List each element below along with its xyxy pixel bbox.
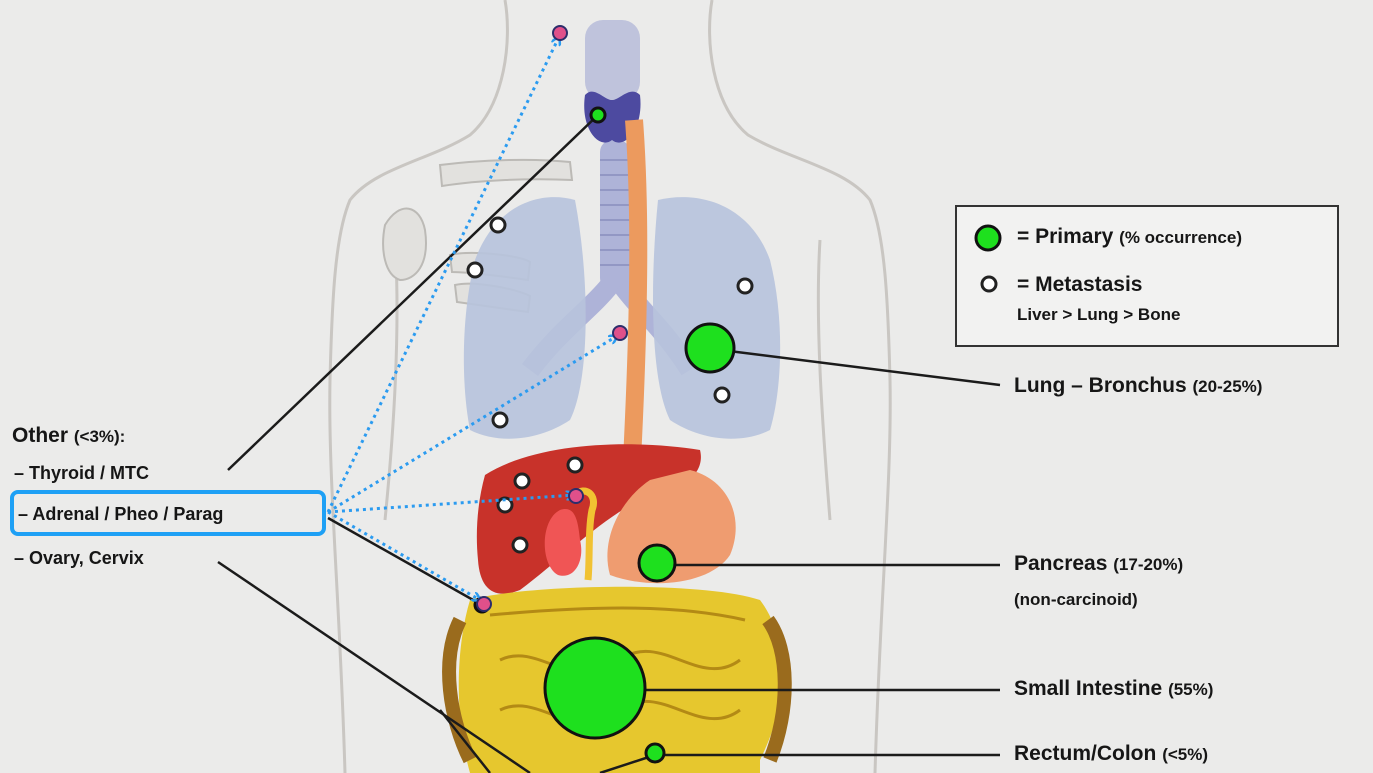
site-label-small-intestine: Small Intestine (55%) <box>1014 677 1213 701</box>
other-item-adrenal: – Adrenal / Pheo / Parag <box>18 504 223 525</box>
primary-thyroid <box>591 108 605 122</box>
legend-metastasis-label: = Metastasis <box>1017 273 1143 297</box>
other-item-ovary: – Ovary, Cervix <box>14 548 144 569</box>
legend-metastasis-note: Liver > Lung > Bone <box>1017 305 1180 325</box>
primary-small-intestine <box>545 638 645 738</box>
left-lung <box>653 197 780 439</box>
legend: = Primary (% occurrence) = Metastasis Li… <box>955 205 1339 347</box>
legend-primary-label: = Primary <box>1017 225 1113 248</box>
right-lung <box>464 197 586 439</box>
metastasis-legend-icon <box>978 273 1000 295</box>
site-label-pancreas: Pancreas (17-20%) <box>1014 552 1183 576</box>
other-item-thyroid: – Thyroid / MTC <box>14 463 149 484</box>
primary-rectum-colon <box>646 744 664 762</box>
site-label-lung: Lung – Bronchus (20-25%) <box>1014 374 1262 398</box>
site-label-rectum-colon: Rectum/Colon (<5%) <box>1014 742 1208 766</box>
primary-legend-icon <box>973 223 1003 253</box>
primary-pancreas <box>639 545 675 581</box>
site-note-pancreas: (non-carcinoid) <box>1014 590 1138 610</box>
primary-lung <box>686 324 734 372</box>
legend-primary-note: (% occurrence) <box>1119 228 1242 247</box>
other-heading: Other (<3%): <box>12 424 125 448</box>
esophagus <box>632 120 638 460</box>
